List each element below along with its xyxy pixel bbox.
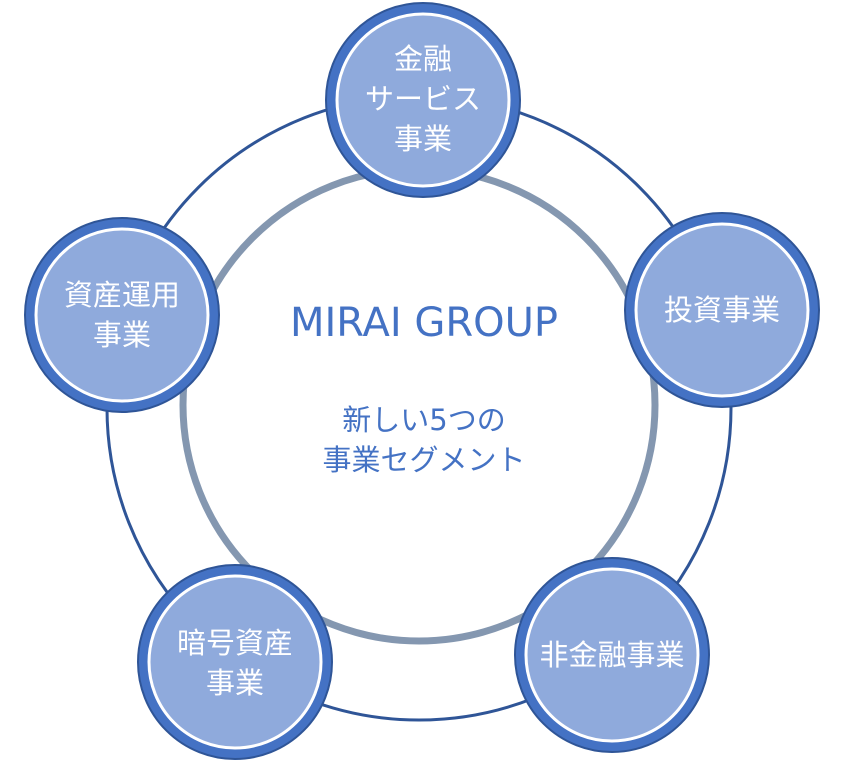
segment-fill	[147, 574, 323, 750]
segment-node	[24, 217, 220, 413]
segment-crypto-assets: 暗号資産 事業	[176, 626, 293, 700]
segment-node	[624, 212, 820, 408]
segment-fill	[634, 222, 810, 398]
segment-node	[514, 557, 710, 753]
segment-node	[137, 564, 333, 760]
segment-financial-services: 金融 サービス 事業	[364, 42, 481, 156]
segment-fill	[524, 567, 700, 743]
segment-node	[325, 2, 521, 198]
segment-fill	[34, 227, 210, 403]
segment-asset-management: 資産運用 事業	[63, 278, 180, 352]
segment-investment: 投資事業	[663, 293, 780, 327]
segment-fill	[335, 12, 511, 188]
group-subtitle: 新しい5つの 事業セグメント	[322, 403, 526, 477]
segment-non-financial: 非金融事業	[539, 638, 685, 672]
group-title: MIRAI GROUP	[289, 300, 559, 346]
